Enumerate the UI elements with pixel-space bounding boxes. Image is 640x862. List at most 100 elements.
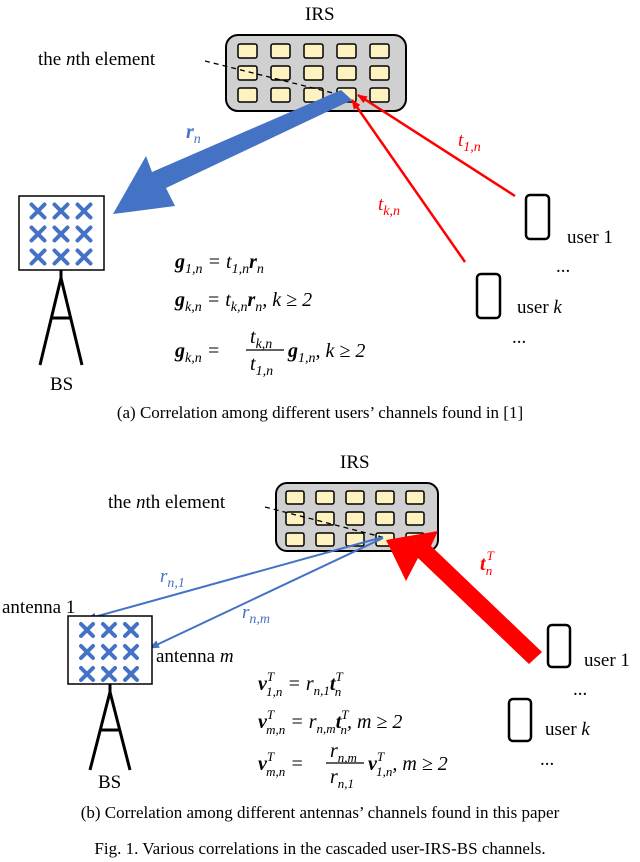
r-n-label: rn [186, 121, 201, 147]
dots-upper-a: ... [556, 256, 570, 277]
phone-icon-userk-b [507, 697, 533, 743]
dots-lower-b: ... [540, 749, 554, 770]
t-kn-arrow [350, 99, 467, 263]
r-n1-label: rn,1 [160, 566, 185, 591]
caption-b: (b) Correlation among different antennas… [81, 803, 560, 822]
dots-upper-b: ... [573, 679, 587, 700]
bs-tower-b [88, 684, 132, 771]
user1-label-b: user 1 [584, 650, 630, 671]
antenna-cross-icon [52, 202, 70, 220]
element-label-b: the nth element [108, 492, 226, 513]
svg-text:vT1,n, m ≥ 2: vT1,n, m ≥ 2 [368, 749, 448, 779]
irs-element-cell [315, 532, 335, 547]
svg-text:rn,1: rn,1 [330, 766, 354, 791]
panel-a: IRS the nth element rn t1,n tk,n BS user… [18, 4, 613, 422]
irs-element-cell [285, 532, 305, 547]
antenna-cross-icon [75, 248, 93, 266]
antenna-cross-icon [123, 622, 139, 638]
irs-element-cell [345, 511, 365, 526]
t-1n-label: t1,n [458, 130, 481, 155]
irs-element-cell [405, 490, 425, 505]
irs-element-cell [345, 490, 365, 505]
irs-element-cell [315, 511, 335, 526]
antenna-cross-icon [29, 225, 47, 243]
irs-label-a: IRS [305, 4, 335, 25]
antenna1-label: antenna 1 [2, 597, 75, 618]
antenna-cross-icon [79, 644, 95, 660]
userk-label-b: user k [545, 719, 590, 740]
antenna-cross-icon [101, 666, 117, 682]
userk-label-a: user k [517, 297, 562, 318]
antenna-cross-icon [79, 622, 95, 638]
svg-text:g1,n, k ≥ 2: g1,n, k ≥ 2 [287, 340, 365, 366]
svg-text:tk,n: tk,n [250, 326, 272, 352]
irs-element-cell [303, 43, 324, 59]
antenna-cross-icon [123, 666, 139, 682]
antenna-elements-b [79, 622, 139, 682]
phone-icon-userk-a [475, 272, 502, 320]
antenna-cross-icon [75, 225, 93, 243]
svg-text:vTm,n =: vTm,n = [258, 749, 304, 779]
antenna-cross-icon [75, 202, 93, 220]
irs-element-cell [375, 490, 395, 505]
irs-label-b: IRS [340, 452, 370, 473]
equation-a2: gk,n = tk,nrn, k ≥ 2 [174, 289, 312, 315]
t-1n-arrow [357, 93, 516, 198]
bs-label-b: BS [98, 772, 121, 793]
bs-tower-a [38, 270, 84, 366]
antenna-cross-icon [52, 248, 70, 266]
element-pointer-b [264, 506, 383, 538]
phone-icon-user1-b [546, 623, 572, 669]
figure-caption: Fig. 1. Various correlations in the casc… [94, 839, 545, 858]
irs-element-cell [270, 65, 291, 81]
svg-text:rn,m: rn,m [330, 740, 357, 765]
antenna-cross-icon [101, 622, 117, 638]
r-nm-arrow [149, 537, 384, 649]
irs-element-cell [369, 87, 390, 103]
irs-element-cell [336, 43, 357, 59]
antennam-label: antenna m [156, 646, 234, 667]
irs-element-cell [336, 65, 357, 81]
element-pointer-a [204, 60, 346, 97]
t-kn-label: tk,n [378, 194, 400, 219]
irs-element-cell [303, 65, 324, 81]
antenna-cross-icon [29, 202, 47, 220]
antenna-cross-icon [123, 644, 139, 660]
irs-element-cell [369, 65, 390, 81]
irs-element-cell [285, 490, 305, 505]
irs-element-cell [270, 87, 291, 103]
antenna-cross-icon [79, 666, 95, 682]
irs-element-cell [285, 511, 305, 526]
svg-text:gk,n =: gk,n = [174, 340, 220, 366]
dots-lower-a: ... [512, 327, 526, 348]
r-n-arrow [113, 90, 352, 214]
t-nT-arrow [386, 531, 542, 664]
element-label-a: the nth element [38, 49, 156, 70]
irs-element-cell [237, 87, 258, 103]
antenna-cross-icon [29, 248, 47, 266]
user1-label-a: user 1 [567, 227, 613, 248]
equation-a3: gk,n = tk,n t1,n g1,n, k ≥ 2 [174, 326, 365, 379]
equation-a1: g1,n = t1,nrn [174, 251, 264, 277]
irs-element-cell [375, 511, 395, 526]
bs-label-a: BS [50, 374, 73, 395]
antenna-elements-a [29, 202, 93, 266]
r-n1-arrow [86, 536, 384, 621]
irs-element-cell [237, 43, 258, 59]
irs-element-cell [270, 43, 291, 59]
irs-elements-a [237, 43, 390, 103]
caption-a: (a) Correlation among different users’ c… [117, 403, 523, 422]
phone-icon-user1-a [524, 193, 551, 241]
irs-element-cell [315, 490, 335, 505]
antenna-cross-icon [101, 644, 117, 660]
irs-element-cell [405, 511, 425, 526]
irs-element-cell [369, 43, 390, 59]
irs-element-cell [237, 65, 258, 81]
r-nm-label: rn,m [242, 602, 270, 627]
